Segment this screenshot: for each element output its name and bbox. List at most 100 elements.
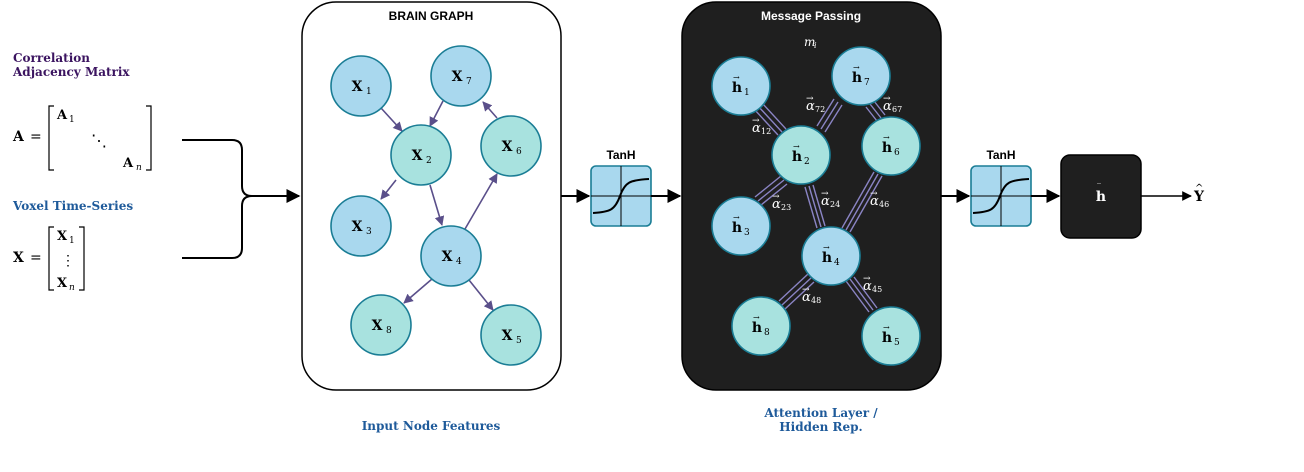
node-h6-vec: → bbox=[883, 133, 890, 142]
alpha-48: α 48 → bbox=[802, 285, 821, 305]
node-h3-sub: 3 bbox=[744, 228, 750, 238]
mp-edge-1-2 bbox=[753, 102, 787, 136]
node-h3[interactable]: → h 3 bbox=[711, 196, 771, 256]
node-h1[interactable]: → h 1 bbox=[711, 56, 771, 116]
alpha-72: α 72 → bbox=[806, 94, 825, 114]
timeseries-block: Voxel Time-Series X = X 1 ⋮ X n bbox=[12, 199, 133, 293]
node-x6-label: X bbox=[502, 139, 513, 155]
node-x2-sub: 2 bbox=[426, 156, 432, 166]
node-h4-vec: → bbox=[823, 243, 830, 252]
node-x1-label: X bbox=[352, 79, 363, 95]
alpha-48-symbol: α bbox=[802, 290, 811, 305]
tanh-1-block[interactable] bbox=[590, 165, 652, 227]
pooled-block[interactable]: ‾ h bbox=[1060, 154, 1142, 239]
timeseries-last-sub: n bbox=[69, 283, 75, 293]
node-h7[interactable]: → h 7 bbox=[831, 46, 891, 106]
timeseries-first-sub: 1 bbox=[69, 236, 75, 246]
adjacency-equals: = bbox=[30, 129, 42, 145]
adjacency-lhs: A bbox=[12, 129, 25, 145]
node-x7[interactable]: X 7 bbox=[430, 45, 492, 107]
node-h2-vec: → bbox=[793, 142, 800, 151]
adjacency-title-line2: Adjacency Matrix bbox=[12, 65, 130, 79]
node-h8[interactable]: → h 8 bbox=[731, 296, 791, 356]
alpha-72-symbol: α bbox=[806, 99, 815, 114]
node-h6-label: h bbox=[882, 140, 892, 156]
alpha-67-vec: → bbox=[883, 94, 891, 104]
edge-x7-x2 bbox=[429, 100, 444, 127]
tanh-2-label: TanH bbox=[986, 148, 1015, 162]
alpha-24-vec: → bbox=[821, 189, 829, 199]
adjacency-diagonal-dots: ⋱ bbox=[91, 131, 107, 150]
edge-x2-x4 bbox=[429, 184, 445, 226]
node-x4-sub: 4 bbox=[456, 257, 462, 267]
adjacency-last-sub: n bbox=[136, 163, 142, 173]
node-h5-label: h bbox=[882, 330, 892, 346]
node-x1-sub: 1 bbox=[366, 87, 372, 97]
adjacency-left-bracket bbox=[48, 105, 54, 171]
alpha-12-symbol: α bbox=[752, 121, 761, 136]
output-hat: ^ bbox=[1195, 183, 1203, 194]
mp-caption-line2: Hidden Rep. bbox=[779, 420, 862, 434]
alpha-46-sub: 46 bbox=[879, 200, 889, 209]
message-passing-nodes: → h 1 → h 7 → h 2 → h 6 → h 3 bbox=[711, 46, 921, 366]
node-x2-label: X bbox=[412, 148, 423, 164]
brain-graph-nodes: X 1 X 7 X 2 X 6 X 3 X 4 X bbox=[330, 45, 542, 366]
alpha-46-vec: → bbox=[870, 189, 878, 199]
tanh-1-label: TanH bbox=[606, 148, 635, 162]
node-h1-sub: 1 bbox=[744, 88, 750, 98]
node-x6[interactable]: X 6 bbox=[480, 115, 542, 177]
node-x1[interactable]: X 1 bbox=[330, 55, 392, 117]
timeseries-left-bracket bbox=[48, 226, 54, 291]
alpha-12: α 12 → bbox=[752, 116, 771, 136]
node-x5[interactable]: X 5 bbox=[480, 304, 542, 366]
node-h4[interactable]: → h 4 bbox=[801, 226, 861, 286]
node-x8[interactable]: X 8 bbox=[350, 294, 412, 356]
message-passing-title: Message Passing bbox=[761, 9, 861, 23]
mp-edge-2-3 bbox=[754, 175, 788, 206]
sigmoid-icon bbox=[592, 178, 650, 214]
alpha-12-vec: → bbox=[752, 116, 760, 126]
adjacency-matrix-block: Correlation Adjacency Matrix A = A 1 ⋱ A… bbox=[12, 51, 152, 173]
node-x2[interactable]: X 2 bbox=[390, 124, 452, 186]
tanh-2-block[interactable] bbox=[970, 165, 1032, 227]
node-h8-label: h bbox=[752, 320, 762, 336]
alpha-67-sub: 67 bbox=[892, 105, 902, 114]
attention-labels: α 12 → α 72 → α 67 → α 23 → α 24 → α 46 … bbox=[752, 94, 902, 305]
mp-caption-line1: Attention Layer / bbox=[763, 406, 878, 420]
adjacency-first-sub: 1 bbox=[69, 115, 75, 125]
node-x8-sub: 8 bbox=[386, 326, 392, 336]
mp-edge-7-2 bbox=[816, 98, 843, 133]
alpha-45-vec: → bbox=[863, 274, 871, 284]
node-h4-sub: 4 bbox=[834, 258, 840, 268]
node-h7-label: h bbox=[852, 70, 862, 86]
alpha-23-symbol: α bbox=[772, 197, 781, 212]
node-x4[interactable]: X 4 bbox=[420, 225, 482, 287]
edge-x4-x6 bbox=[464, 173, 498, 230]
timeseries-lhs: X bbox=[13, 250, 24, 266]
alpha-46-symbol: α bbox=[870, 194, 879, 209]
message-label: m bbox=[804, 35, 815, 49]
node-x3[interactable]: X 3 bbox=[330, 195, 392, 257]
alpha-23: α 23 → bbox=[772, 192, 791, 212]
node-h2[interactable]: → h 2 bbox=[771, 125, 831, 185]
node-x6-sub: 6 bbox=[516, 147, 522, 157]
node-h6-sub: 6 bbox=[894, 148, 900, 158]
node-h6[interactable]: → h 6 bbox=[861, 116, 921, 176]
node-h8-vec: → bbox=[753, 313, 760, 322]
alpha-48-sub: 48 bbox=[811, 296, 821, 305]
alpha-23-sub: 23 bbox=[781, 203, 791, 212]
adjacency-first-entry: A bbox=[56, 108, 68, 123]
output-label: Y bbox=[1193, 189, 1205, 205]
timeseries-right-bracket bbox=[79, 226, 85, 291]
node-h3-label: h bbox=[732, 220, 742, 236]
brain-graph-edges bbox=[380, 100, 498, 311]
edge-x4-x5 bbox=[468, 279, 494, 311]
node-h3-vec: → bbox=[733, 213, 740, 222]
alpha-45-sub: 45 bbox=[872, 285, 882, 294]
node-h5[interactable]: → h 5 bbox=[861, 306, 921, 366]
edge-x4-x8 bbox=[403, 278, 433, 304]
alpha-24: α 24 → bbox=[821, 189, 840, 209]
node-x4-label: X bbox=[442, 249, 453, 265]
timeseries-last-entry: X bbox=[57, 276, 68, 291]
alpha-48-vec: → bbox=[802, 285, 810, 295]
